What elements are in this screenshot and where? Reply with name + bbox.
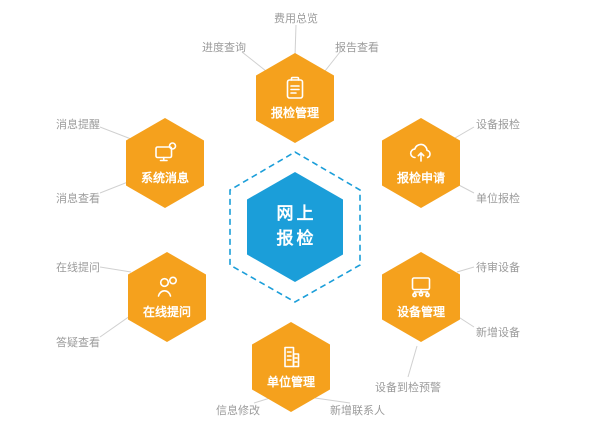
node-online-question: 在线提问 xyxy=(128,252,206,342)
dashed-hexagon-border xyxy=(229,151,361,303)
monitor-network-icon xyxy=(408,274,434,300)
satellite-message-reminder: 消息提醒 xyxy=(56,118,100,131)
satellite-info-modify: 信息修改 xyxy=(216,404,260,417)
node-label: 设备管理 xyxy=(396,305,445,319)
satellite-answer-view: 答疑查看 xyxy=(56,336,100,349)
monitor-message-icon xyxy=(152,140,178,166)
node-unit-management: 单位管理 xyxy=(252,322,330,412)
center-title-line2: 报检 xyxy=(276,229,317,249)
node-label: 系统消息 xyxy=(140,171,189,185)
cloud-upload-icon xyxy=(408,140,434,166)
building-icon xyxy=(278,344,304,370)
node-inspection-management: 报检管理 xyxy=(256,53,334,143)
center-node-online-inspection: 网上 报检 xyxy=(247,172,343,282)
node-device-management: 设备管理 xyxy=(382,252,460,342)
satellite-pending-devices: 待审设备 xyxy=(476,261,520,274)
center-title-line1: 网上 xyxy=(276,203,317,224)
node-system-message: 系统消息 xyxy=(126,118,204,208)
node-label: 单位管理 xyxy=(266,375,315,389)
clipboard-icon xyxy=(282,75,308,101)
satellite-message-view: 消息查看 xyxy=(56,192,100,205)
satellite-device-due-warning: 设备到检预警 xyxy=(375,381,441,394)
satellite-online-question: 在线提问 xyxy=(56,261,100,274)
satellite-fee-overview: 费用总览 xyxy=(274,12,318,25)
node-inspection-apply: 报检申请 xyxy=(382,118,460,208)
satellite-progress-query: 进度查询 xyxy=(202,41,246,54)
satellite-new-device: 新增设备 xyxy=(476,326,520,339)
node-label: 在线提问 xyxy=(142,305,191,319)
satellite-unit-inspection: 单位报检 xyxy=(476,192,520,205)
person-question-icon xyxy=(154,274,180,300)
node-label: 报检申请 xyxy=(396,171,445,185)
node-label: 报检管理 xyxy=(270,106,319,120)
satellite-report-view: 报告查看 xyxy=(335,41,379,54)
satellite-device-inspection: 设备报检 xyxy=(476,118,520,131)
satellite-new-contact: 新增联系人 xyxy=(330,404,385,417)
